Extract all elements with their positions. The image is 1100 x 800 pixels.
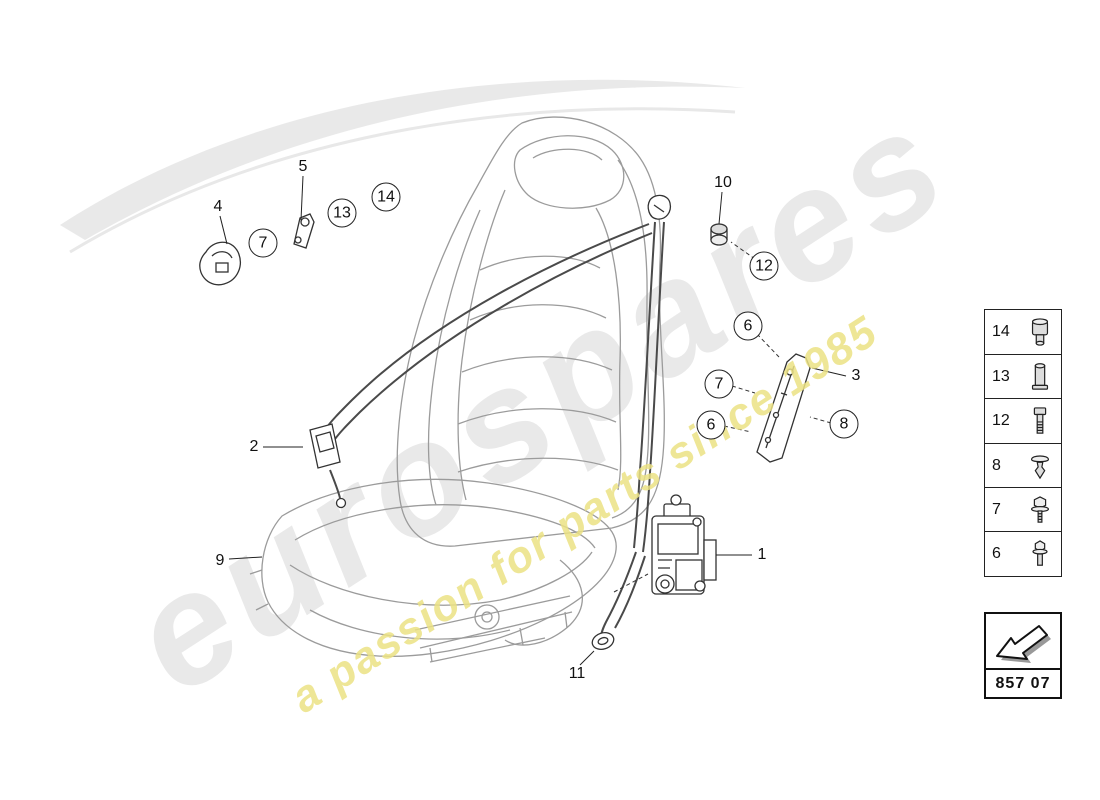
seatbelt-webbing [324,221,665,641]
mounting-bracket-part [756,353,811,463]
legend-item-number: 13 [992,367,1010,385]
fastener-legend: 14 13 12 [984,309,1062,578]
dashed-leader-lines [613,241,832,593]
callout-6[interactable]: 6 [733,311,763,341]
buckle-part [309,423,347,509]
anchor-ring-part [591,632,615,650]
part-group-code: 857 07 [995,674,1051,692]
legend-item-8[interactable]: 8 [984,442,1062,489]
legend-item-number: 6 [992,545,1001,563]
callout-7b[interactable]: 7 [704,369,734,399]
push-clip-icon [1030,454,1050,479]
clip-part [293,213,315,249]
swoosh-graphic [60,79,745,254]
callout-9[interactable]: 9 [215,552,225,569]
legend-item-6[interactable]: 6 [984,531,1062,578]
callout-13[interactable]: 13 [327,198,357,228]
legend-item-7[interactable]: 7 [984,487,1062,534]
legend-item-number: 8 [992,456,1001,474]
legend-item-number: 7 [992,501,1001,519]
legend-item-12[interactable]: 12 [984,398,1062,445]
legend-item-14[interactable]: 14 [984,309,1062,356]
callout-2[interactable]: 2 [249,438,259,455]
callout-3[interactable]: 3 [851,367,861,384]
legend-item-13[interactable]: 13 [984,353,1062,400]
legend-item-number: 14 [992,323,1010,341]
sleeve-nut-icon [1031,318,1049,347]
callout-1[interactable]: 1 [757,546,767,563]
shoulder-bolt-icon [1033,407,1047,434]
belt-pillar-loop [647,194,728,246]
leader-lines [219,175,847,666]
callout-7[interactable]: 7 [248,228,278,258]
cover-part [199,241,241,286]
callout-6b[interactable]: 6 [696,410,726,440]
callout-5[interactable]: 5 [298,158,308,175]
callout-14[interactable]: 14 [371,182,401,212]
bushing-icon [1031,362,1049,390]
retractor-part [651,494,717,595]
hex-flange-bolt-icon [1032,540,1048,567]
hex-screw-washer-icon [1030,496,1050,523]
callout-11[interactable]: 11 [568,665,586,682]
callout-10[interactable]: 10 [714,174,732,191]
callout-8[interactable]: 8 [829,409,859,439]
seat-cushion [249,478,617,663]
legend-item-number: 12 [992,412,1010,430]
callout-4[interactable]: 4 [213,198,223,215]
diagram-code-box: 857 07 [984,612,1062,699]
direction-arrow-icon [986,614,1060,670]
callout-12[interactable]: 12 [749,251,779,281]
